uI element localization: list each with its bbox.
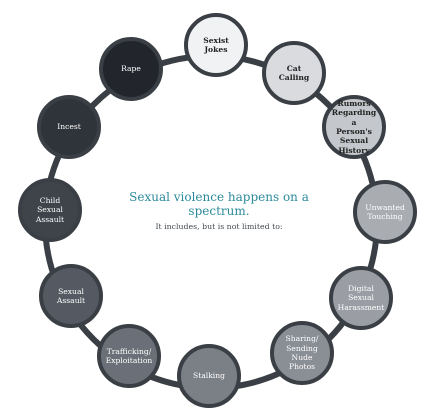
node-label: Child Sexual Assault xyxy=(35,195,65,224)
node-label: Digital Sexual Harassment xyxy=(337,283,385,312)
node-label: Unwanted Touching xyxy=(365,202,405,221)
node-label: Rumors Regarding a Person's Sexual Histo… xyxy=(331,98,377,155)
node-label: Sharing/ Sending Nude Photos xyxy=(285,334,319,372)
center-text: Sexual violence happens on a spectrum. I… xyxy=(105,190,333,231)
node-label: Cat Calling xyxy=(278,63,310,82)
node-incest: Incest xyxy=(37,95,101,159)
node-cat-calling: Cat Calling xyxy=(262,41,326,105)
subline: It includes, but is not limited to: xyxy=(155,221,283,231)
node-label: Incest xyxy=(57,122,81,132)
node-label: Rape xyxy=(121,64,141,74)
node-stalking: Stalking xyxy=(177,344,241,408)
node-label: Trafficking/ Exploitation xyxy=(105,346,153,365)
node-rape: Rape xyxy=(99,37,163,101)
node-trafficking: Trafficking/ Exploitation xyxy=(97,324,161,388)
node-rumors: Rumors Regarding a Person's Sexual Histo… xyxy=(322,95,386,159)
headline: Sexual violence happens on a spectrum. xyxy=(129,190,309,219)
node-sharing-nude-photos: Sharing/ Sending Nude Photos xyxy=(270,321,334,385)
node-label: Sexist Jokes xyxy=(203,35,229,54)
node-child-sexual-assault: Child Sexual Assault xyxy=(18,178,82,242)
node-label: Stalking xyxy=(193,371,225,381)
node-unwanted-touching: Unwanted Touching xyxy=(353,180,417,244)
node-digital-sexual-harassment: Digital Sexual Harassment xyxy=(329,266,393,330)
node-sexual-assault: Sexual Assault xyxy=(39,264,103,328)
node-sexist-jokes: Sexist Jokes xyxy=(184,13,248,77)
node-label: Sexual Assault xyxy=(56,286,86,305)
